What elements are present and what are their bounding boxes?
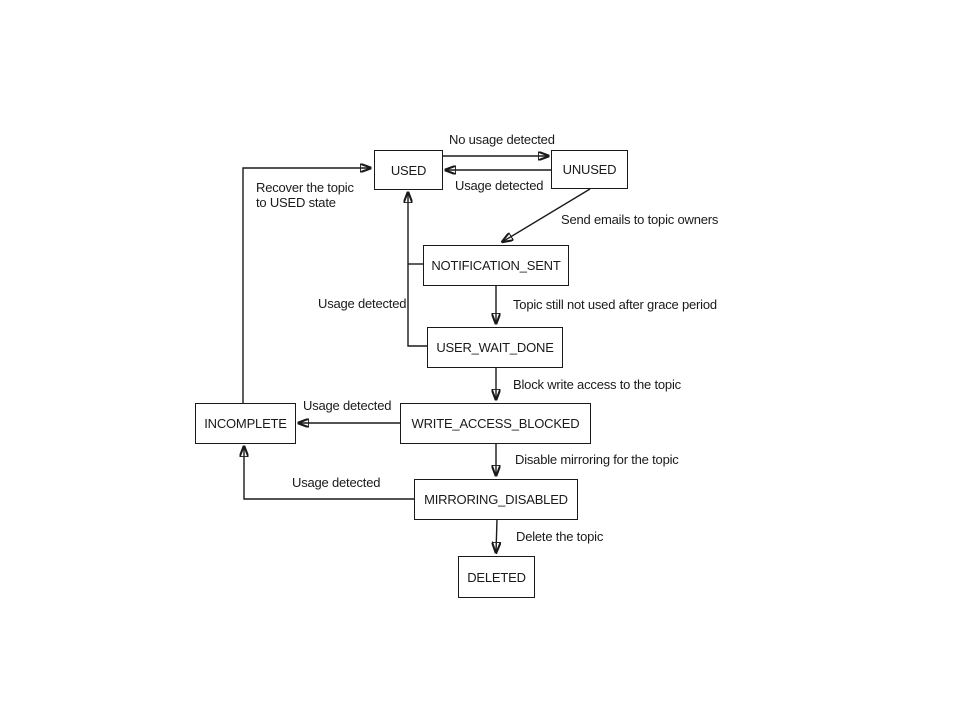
edge-mirroring-disabled-to-incomplete	[244, 446, 415, 500]
node-deleted: DELETED	[458, 556, 535, 598]
edge-label-delete-topic: Delete the topic	[516, 529, 604, 544]
edge-label-disable-mirroring: Disable mirroring for the topic	[515, 452, 679, 467]
edge-label-send-emails: Send emails to topic owners	[561, 212, 719, 227]
node-user-wait-done: USER_WAIT_DONE	[427, 327, 563, 368]
edge-label-grace-period: Topic still not used after grace period	[513, 297, 717, 312]
edge-label-block-write-access: Block write access to the topic	[513, 377, 681, 392]
node-incomplete: INCOMPLETE	[195, 403, 296, 444]
edge-label-usage-detected-to-used: Usage detected	[318, 296, 407, 311]
node-mirroring-disabled: MIRRORING_DISABLED	[414, 479, 578, 520]
edge-label-no-usage-detected: No usage detected	[449, 132, 555, 147]
edge-mirroring-disabled-to-deleted	[496, 518, 497, 553]
node-write-access-blocked: WRITE_ACCESS_BLOCKED	[400, 403, 591, 444]
edge-label-usage-detected-mirroring-to-incomplete: Usage detected	[292, 475, 381, 490]
node-notification-sent: NOTIFICATION_SENT	[423, 245, 569, 286]
node-used: USED	[374, 150, 443, 190]
edge-usage-detected-to-used	[408, 192, 427, 347]
edge-label-usage-detected-unused-to-used: Usage detected	[455, 178, 544, 193]
edge-label-usage-detected-blocked-to-incomplete: Usage detected	[303, 398, 392, 413]
edge-incomplete-to-used	[242, 168, 371, 403]
node-unused: UNUSED	[551, 150, 628, 189]
edge-label-recover-topic: Recover the topic to USED state	[256, 180, 354, 210]
edge-unused-to-notification-sent	[502, 188, 591, 242]
